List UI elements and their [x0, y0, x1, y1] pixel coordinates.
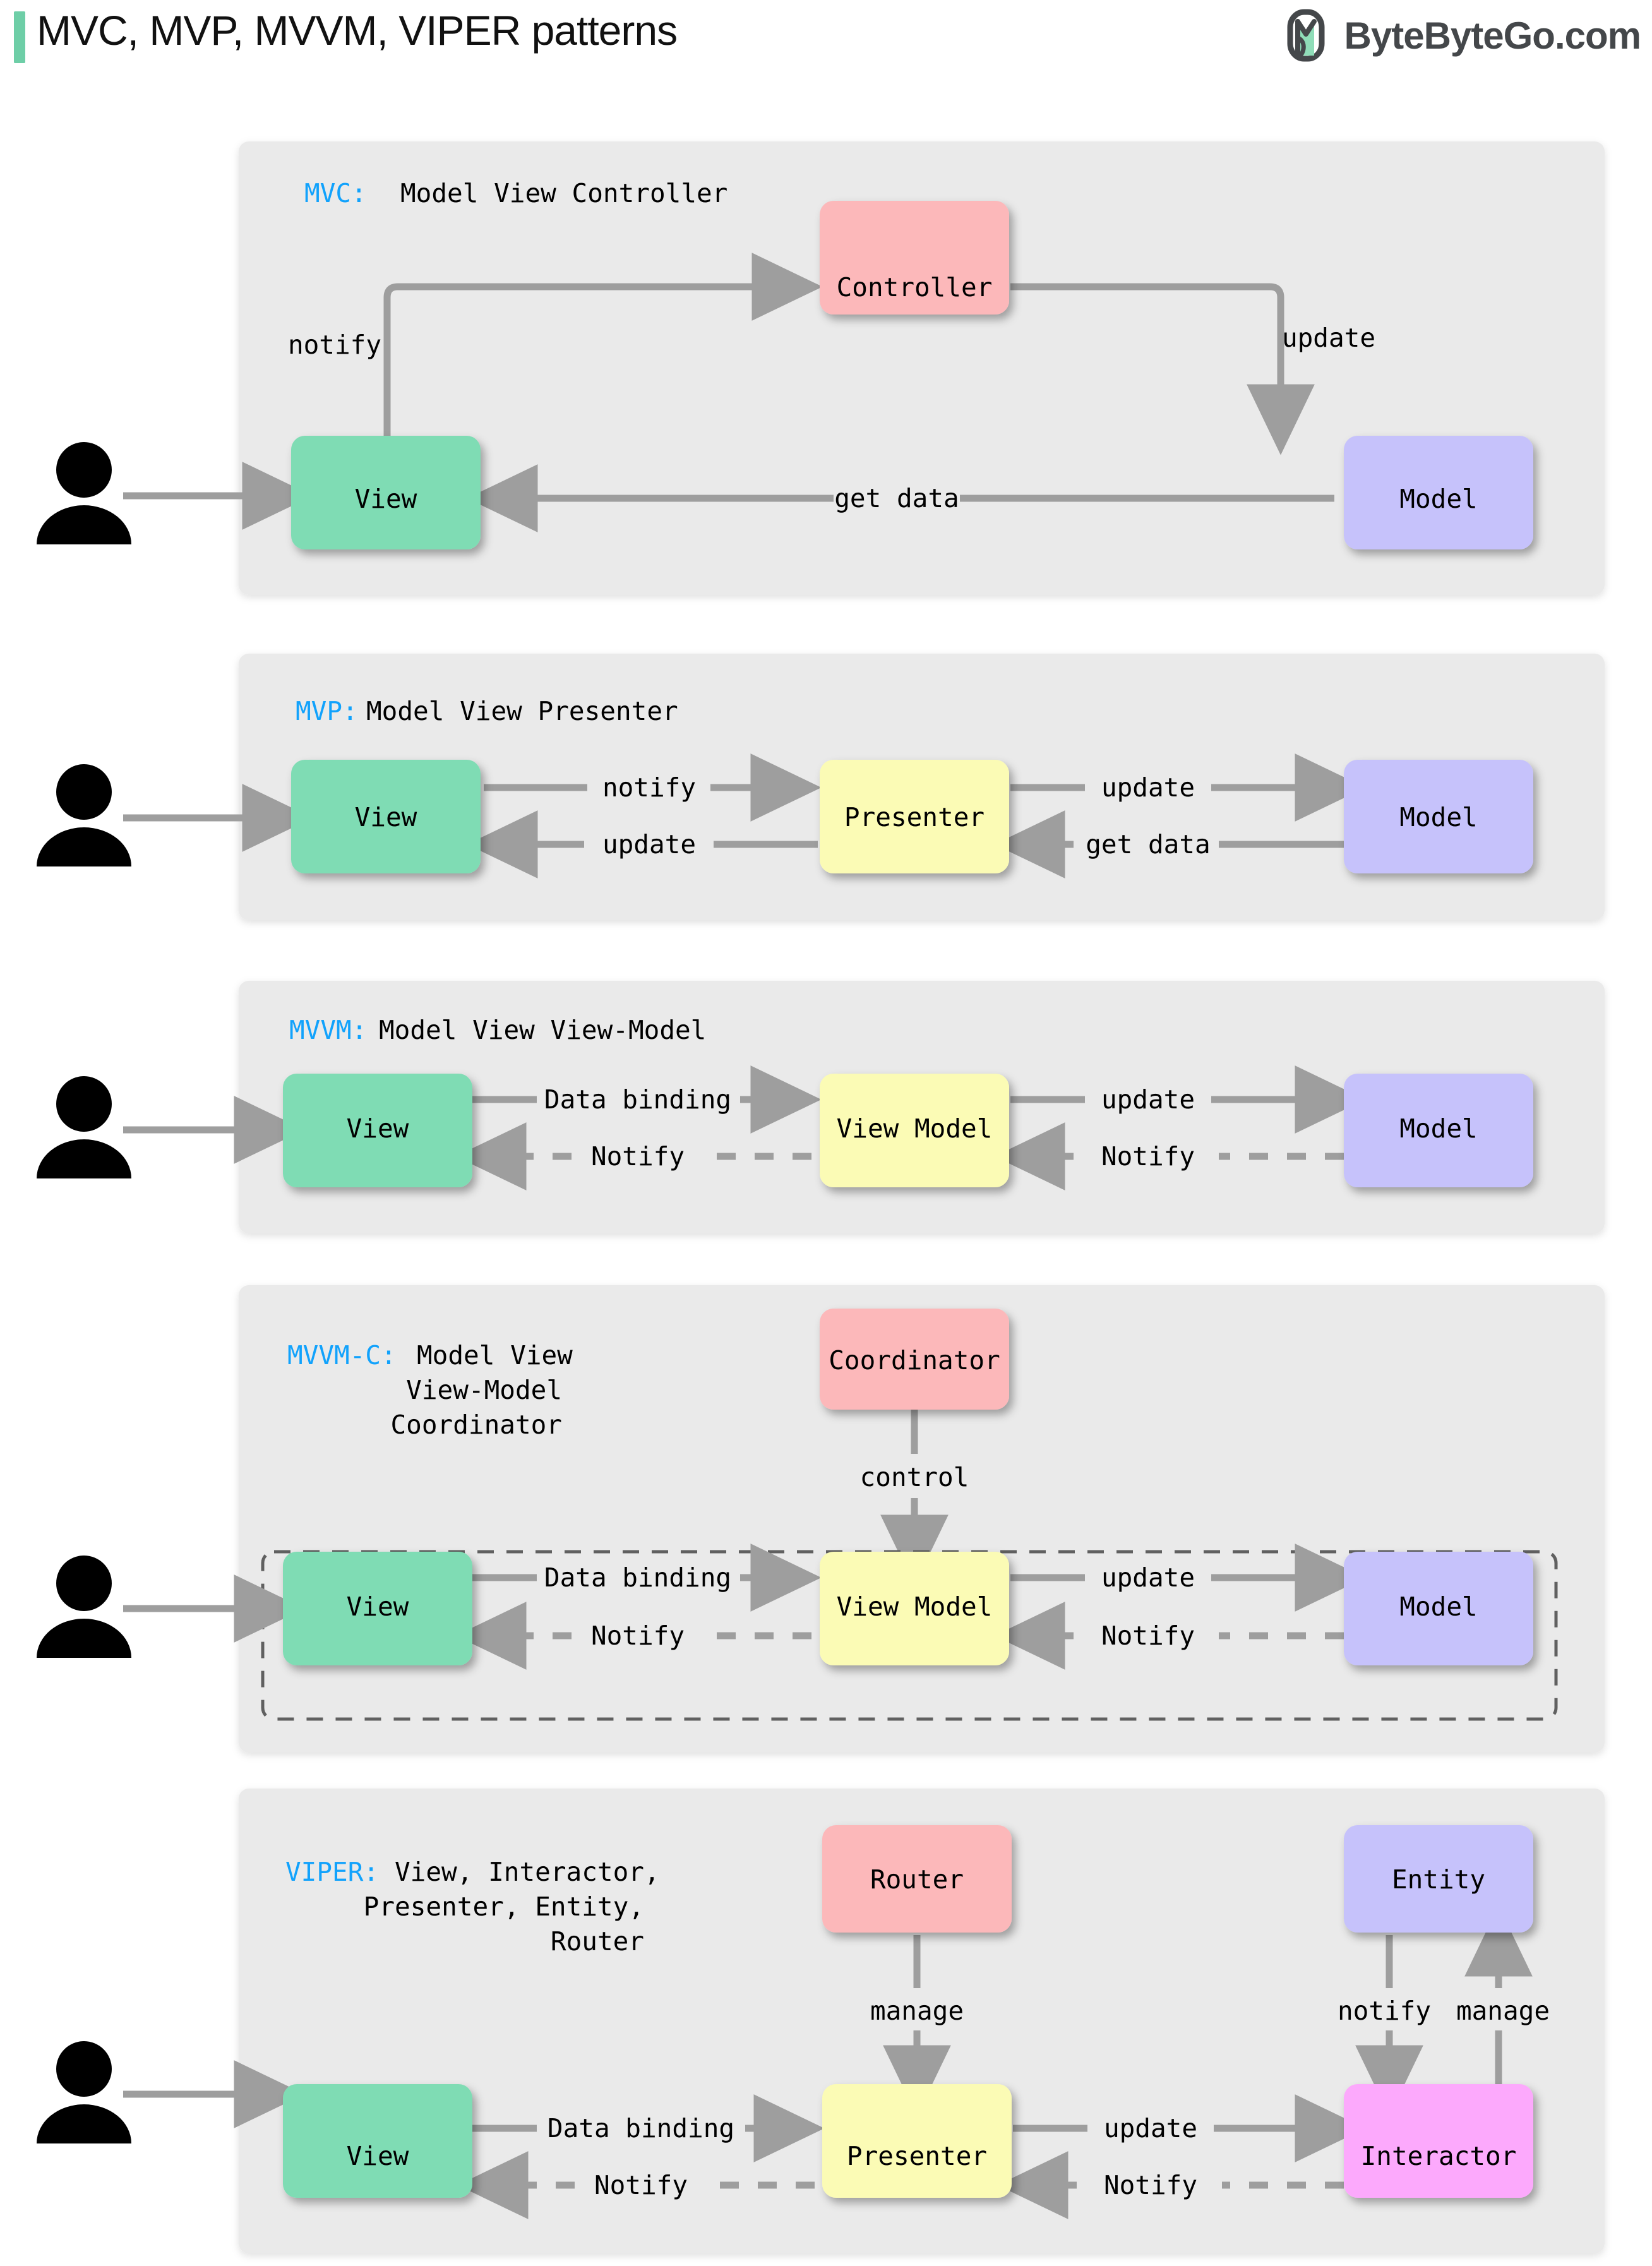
brand: ByteByteGo.com: [1286, 9, 1641, 62]
router-node-viper[interactable]: Router: [822, 1825, 1012, 1933]
edge-view-controller: [383, 253, 823, 450]
model-node-label: Model: [1399, 1113, 1477, 1144]
model-node-label: Model: [1399, 1592, 1477, 1622]
label-notify-right-viper: Notify: [1104, 2170, 1197, 2200]
view-model-node-mvvmc[interactable]: View Model: [820, 1552, 1009, 1665]
page-header: MVC, MVP, MVVM, VIPER patterns ByteByteG…: [0, 0, 1652, 82]
mvc-title: Model View Controller: [400, 178, 727, 208]
view-model-node-label: View Model: [837, 1592, 993, 1622]
view-node-label: View: [347, 1592, 409, 1622]
label-update-mvvm: update: [1101, 1084, 1195, 1115]
label-notify-entity: notify: [1338, 1996, 1431, 2026]
label-update-view-mvp: update: [602, 829, 696, 860]
router-node-label: Router: [870, 1864, 964, 1895]
label-data-binding-viper: Data binding: [548, 2113, 734, 2143]
label-control-mvvmc: control: [860, 1462, 969, 1492]
view-model-node-label: View Model: [837, 1113, 993, 1144]
mvvmc-abbr: MVVM-C:: [287, 1340, 397, 1370]
label-data-binding-mvvm: Data binding: [544, 1084, 731, 1115]
mvp-title: Model View Presenter: [366, 696, 678, 726]
bytebytego-logo-icon: [1287, 9, 1325, 62]
mvc-abbr: MVC:: [304, 178, 367, 208]
model-node-label: Model: [1399, 484, 1477, 514]
label-notify-right-mvvmc: Notify: [1101, 1621, 1195, 1651]
view-node-mvvm[interactable]: View: [283, 1074, 472, 1187]
page-title: MVC, MVP, MVVM, VIPER patterns: [37, 7, 678, 54]
label-get-data-mvc: get data: [834, 483, 959, 513]
viper-title-line1: View, Interactor,: [395, 1857, 660, 1887]
model-node-mvvm[interactable]: Model: [1344, 1074, 1533, 1187]
brand-text: ByteByteGo.com: [1344, 14, 1641, 57]
mvvmc-title-line3: Coordinator: [390, 1410, 562, 1440]
model-node-mvc[interactable]: Model: [1344, 436, 1533, 549]
mvvmc-title-line2: View-Model: [406, 1375, 562, 1405]
label-update-viper: update: [1104, 2113, 1197, 2143]
section-mvc: MVC: Model View Controller notify update…: [37, 141, 1605, 595]
edge-controller-model: [1010, 283, 1315, 455]
view-node-mvvmc[interactable]: View: [283, 1552, 472, 1665]
label-notify-mvc: notify: [288, 330, 381, 360]
view-node-mvp[interactable]: View: [291, 760, 481, 873]
section-mvvm: MVVM: Model View View-Model Data binding…: [37, 981, 1605, 1233]
interactor-node-label: Interactor: [1361, 2141, 1517, 2171]
view-node-label: View: [347, 2141, 409, 2171]
presenter-node-viper[interactable]: Presenter: [822, 2084, 1012, 2198]
label-notify-right-mvvm: Notify: [1101, 1141, 1195, 1172]
model-node-mvvmc[interactable]: Model: [1344, 1552, 1533, 1665]
presenter-node-label: Presenter: [844, 802, 985, 832]
label-manage-router: manage: [870, 1996, 964, 2026]
user-icon-mvvmc: [37, 1556, 131, 1658]
coordinator-node-label: Coordinator: [829, 1345, 1000, 1376]
label-update-mvvmc: update: [1101, 1562, 1195, 1593]
controller-node-label: Controller: [837, 272, 993, 303]
entity-node-label: Entity: [1392, 1864, 1485, 1895]
section-viper: VIPER: View, Interactor, Presenter, Enti…: [37, 1789, 1605, 2253]
mvvm-title: Model View View-Model: [379, 1015, 706, 1045]
viper-abbr: VIPER:: [285, 1857, 379, 1887]
label-data-binding-mvvmc: Data binding: [544, 1562, 731, 1593]
view-node-mvc[interactable]: View: [291, 436, 481, 549]
label-update-mvc: update: [1282, 323, 1375, 353]
view-node-label: View: [347, 1113, 409, 1144]
user-icon-mvp: [37, 764, 131, 866]
viper-title-line3: Router: [551, 1926, 644, 1957]
entity-node-viper[interactable]: Entity: [1344, 1825, 1533, 1933]
model-node-mvp[interactable]: Model: [1344, 760, 1533, 873]
view-node-label: View: [355, 484, 417, 514]
view-model-node-mvvm[interactable]: View Model: [820, 1074, 1009, 1187]
label-manage-interactor: manage: [1456, 1996, 1550, 2026]
label-notify-mvp: notify: [602, 772, 696, 803]
label-get-data-mvp: get data: [1086, 829, 1210, 860]
viper-title-line2: Presenter, Entity,: [364, 1891, 644, 1922]
presenter-node-mvp[interactable]: Presenter: [820, 760, 1009, 873]
view-node-label: View: [355, 802, 417, 832]
controller-node-mvc[interactable]: Controller: [820, 201, 1009, 315]
coordinator-node-mvvmc[interactable]: Coordinator: [820, 1309, 1009, 1410]
user-icon-mvc: [37, 442, 131, 544]
label-notify-left-viper: Notify: [594, 2170, 688, 2200]
mvvmc-title-line1: Model View: [417, 1340, 573, 1370]
mvvm-abbr: MVVM:: [289, 1015, 367, 1045]
mvp-abbr: MVP:: [296, 696, 358, 726]
user-icon-viper: [37, 2041, 131, 2143]
section-mvp: MVP: Model View Presenter notify update …: [37, 654, 1605, 920]
presenter-node-label: Presenter: [847, 2141, 987, 2171]
interactor-node-viper[interactable]: Interactor: [1344, 2084, 1533, 2198]
section-mvvmc: MVVM-C: Model View View-Model Coordinato…: [37, 1285, 1605, 1753]
label-update-model-mvp: update: [1101, 772, 1195, 803]
accent-bar: [14, 11, 25, 63]
view-node-viper[interactable]: View: [283, 2084, 472, 2198]
model-node-label: Model: [1399, 802, 1477, 832]
user-icon-mvvm: [37, 1076, 131, 1178]
label-notify-left-mvvmc: Notify: [591, 1621, 685, 1651]
label-notify-left-mvvm: Notify: [591, 1141, 685, 1172]
